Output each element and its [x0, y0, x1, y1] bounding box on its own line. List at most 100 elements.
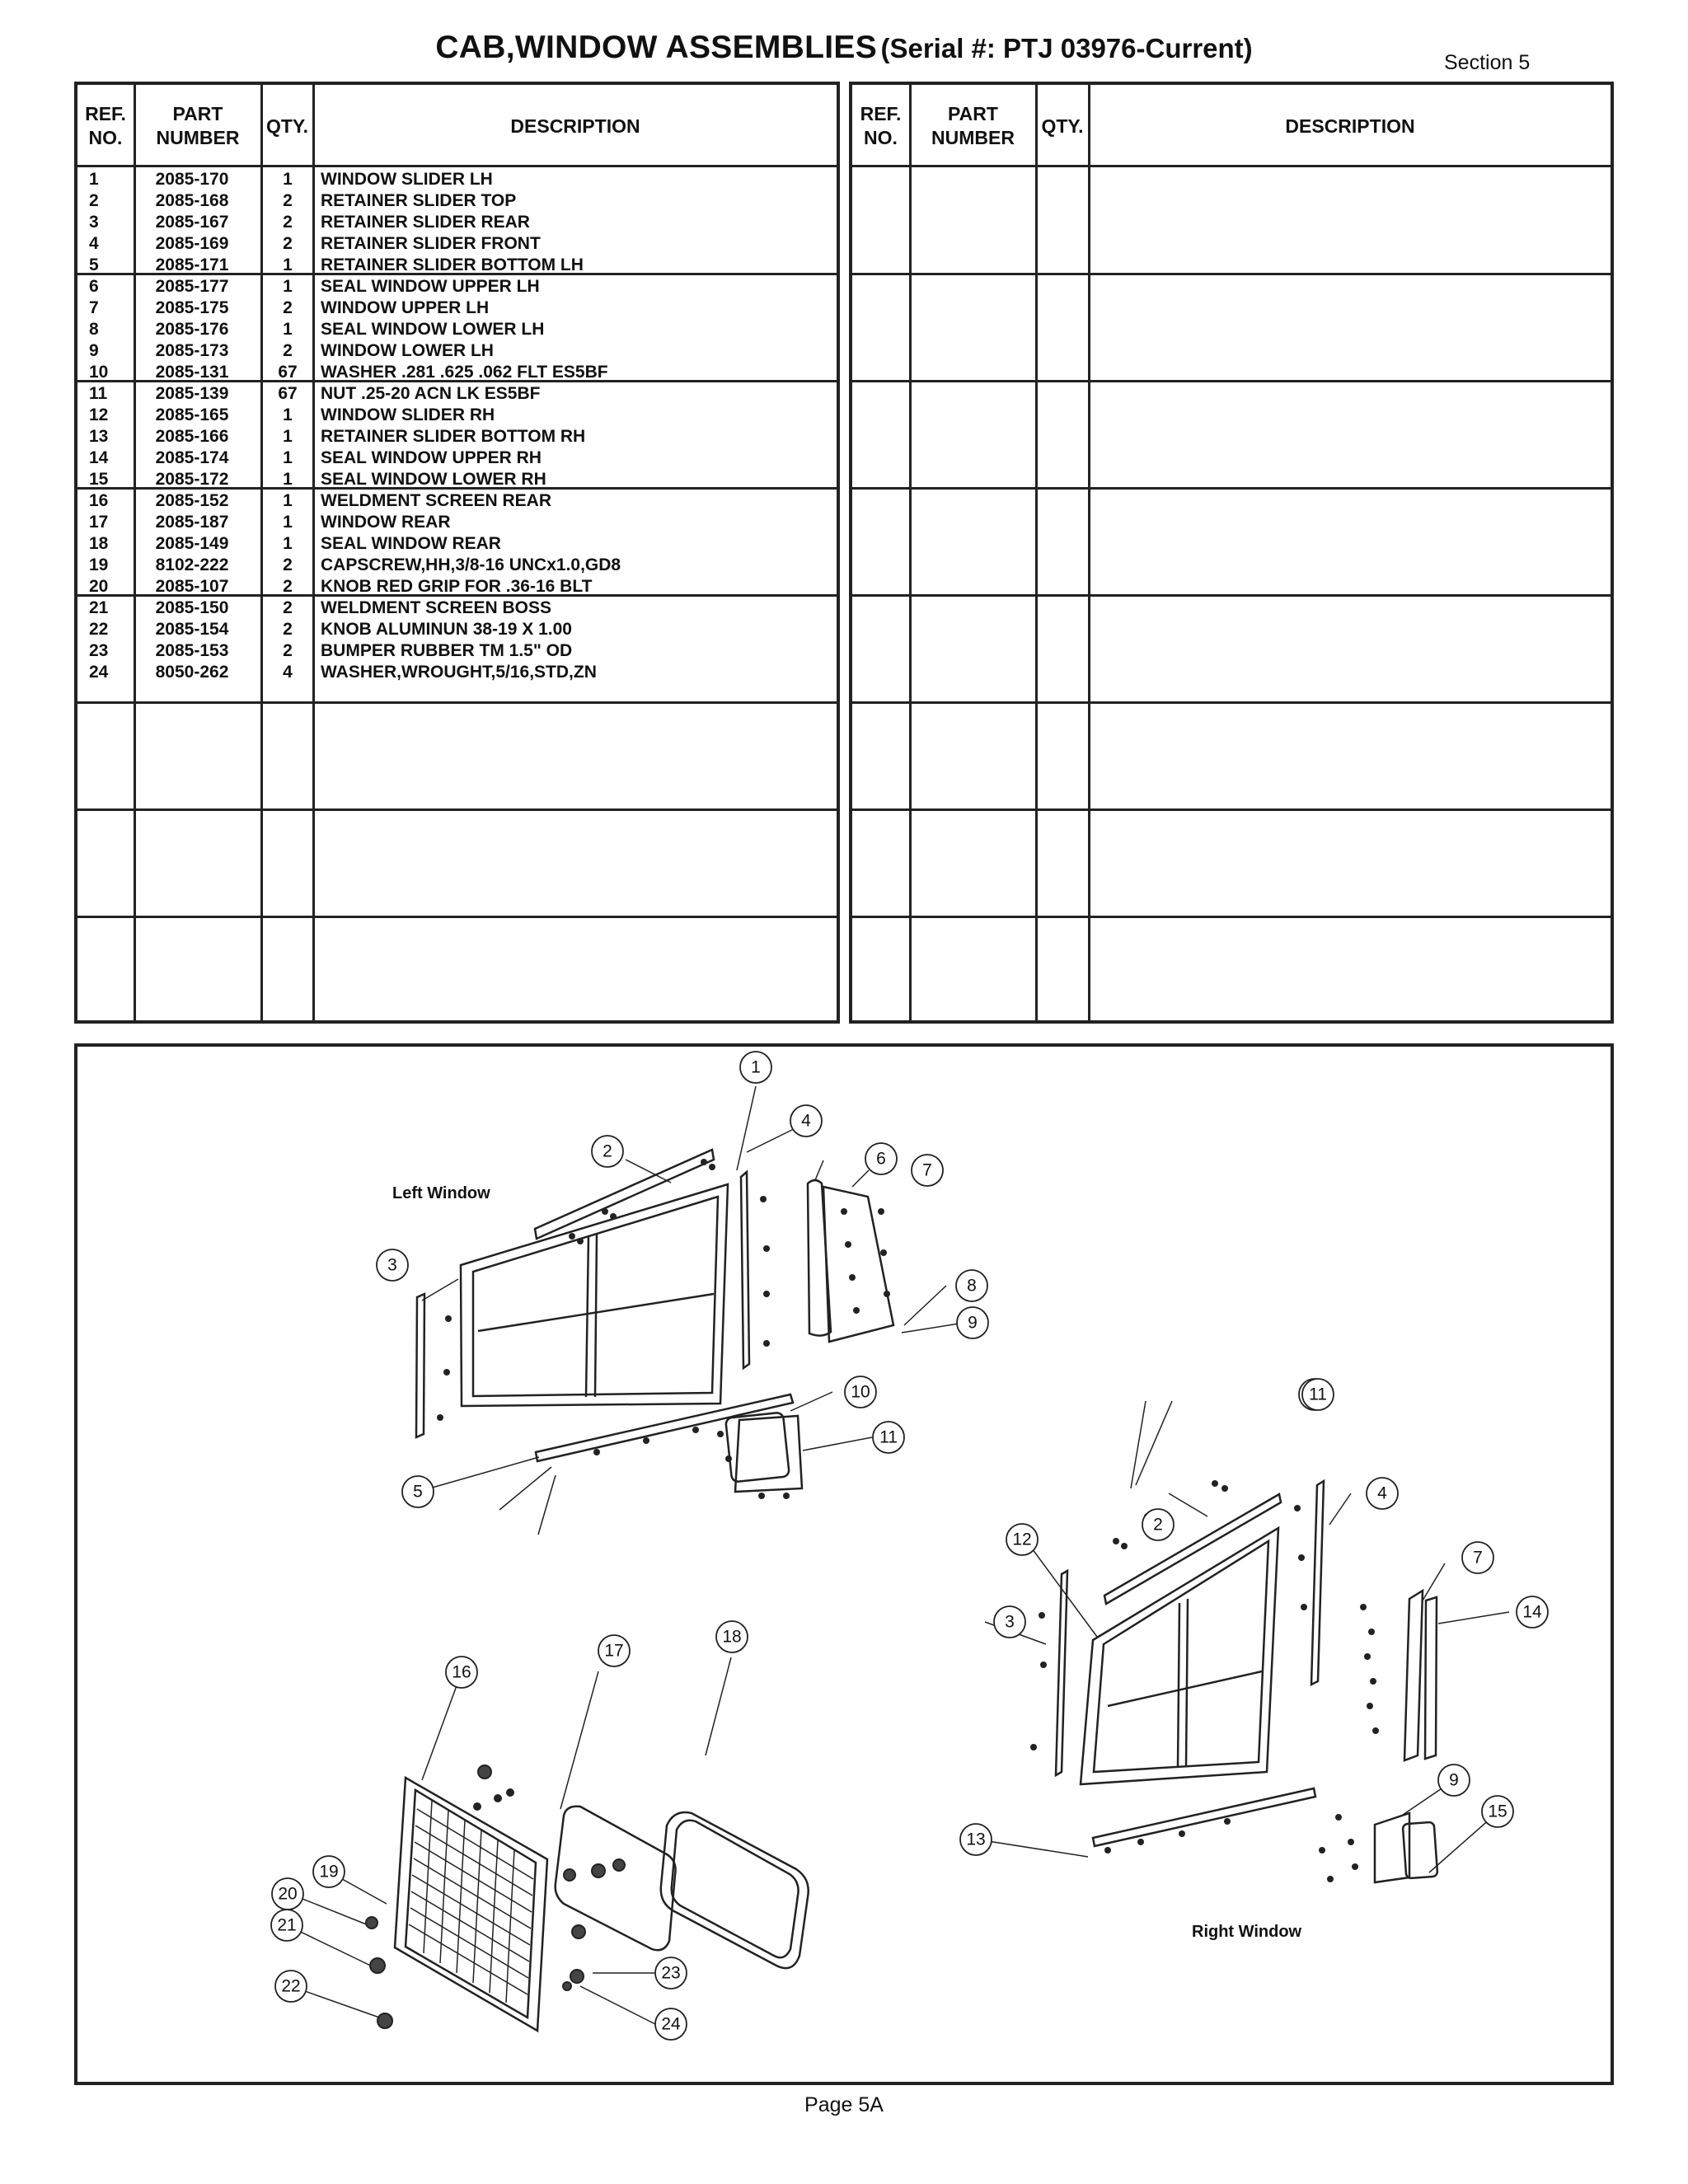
quantity-cell: 1 [283, 170, 293, 189]
page-title: CAB,WINDOW ASSEMBLIES (Serial #: PTJ 039… [0, 30, 1688, 66]
quantity-cell: 1 [283, 427, 293, 446]
part-number-cell: 2085-167 [155, 213, 229, 232]
quantity-cell: 1 [283, 277, 293, 296]
description-cell: SEAL WINDOW LOWER RH [321, 470, 546, 489]
quantity-cell: 1 [283, 320, 293, 339]
quantity-cell: 67 [278, 363, 298, 382]
description-cell: RETAINER SLIDER FRONT [321, 234, 541, 253]
ref-no-cell: 19 [89, 555, 109, 574]
part-number-cell: 2085-168 [155, 191, 229, 210]
diagram-drawing [286, 1085, 1510, 2033]
quantity-cell: 2 [283, 577, 293, 596]
description-cell: WELDMENT SCREEN BOSS [321, 598, 552, 617]
part-number-cell: 2085-176 [155, 320, 229, 339]
part-number-cell: 2085-166 [155, 427, 229, 446]
ref-no-cell: 4 [89, 234, 99, 253]
ref-no-cell: 20 [89, 577, 109, 596]
header-ref-no: REF.NO. [85, 103, 126, 148]
part-number-cell: 2085-131 [155, 363, 229, 382]
description-cell: WELDMENT SCREEN REAR [321, 491, 552, 510]
description-cell: SEAL WINDOW REAR [321, 534, 501, 553]
part-number-cell: 2085-150 [155, 598, 229, 617]
quantity-cell: 2 [283, 234, 293, 253]
description-cell: RETAINER SLIDER BOTTOM LH [321, 255, 584, 274]
description-cell: WINDOW SLIDER LH [321, 170, 493, 189]
description-cell: RETAINER SLIDER REAR [321, 213, 530, 232]
description-cell: NUT .25-20 ACN LK ES5BF [321, 384, 541, 403]
ref-no-cell: 8 [89, 320, 99, 339]
description-cell: CAPSCREW,HH,3/8-16 UNCx1.0,GD8 [321, 555, 621, 574]
quantity-cell: 1 [283, 513, 293, 532]
part-number-cell: 2085-174 [155, 448, 229, 467]
title-serial: (Serial #: PTJ 03976-Current) [880, 33, 1253, 63]
ref-no-cell: 3 [89, 213, 99, 232]
description-cell: RETAINER SLIDER BOTTOM RH [321, 427, 586, 446]
description-cell: KNOB ALUMINUN 38-19 X 1.00 [321, 620, 572, 639]
ref-no-cell: 18 [89, 534, 109, 553]
part-number-cell: 2085-187 [155, 513, 229, 532]
description-cell: WASHER,WROUGHT,5/16,STD,ZN [321, 663, 597, 682]
table-row: 21 2085-150 2 WELDMENT SCREEN BOSS [77, 598, 837, 619]
quantity-cell: 1 [283, 405, 293, 424]
header-description: DESCRIPTION [510, 115, 640, 137]
ref-no-cell: 16 [89, 491, 109, 510]
quantity-cell: 2 [283, 598, 293, 617]
ref-no-cell: 24 [89, 663, 109, 682]
description-cell: WINDOW UPPER LH [321, 298, 490, 317]
quantity-cell: 2 [283, 620, 293, 639]
part-number-cell: 2085-165 [155, 405, 229, 424]
quantity-cell: 2 [283, 341, 293, 360]
header-qty: QTY. [265, 115, 309, 137]
header-ref-no: REF.NO. [860, 103, 902, 148]
ref-no-cell: 15 [89, 470, 109, 489]
description-cell: SEAL WINDOW UPPER RH [321, 448, 542, 467]
section-label: Section 5 [1444, 51, 1531, 74]
page-number: Page 5A [804, 2093, 884, 2116]
part-number-cell: 2085-139 [155, 384, 229, 403]
ref-no-cell: 5 [89, 255, 99, 274]
part-number-cell: 2085-107 [155, 577, 229, 596]
part-number-cell: 2085-154 [155, 620, 229, 639]
table-row: 22 2085-154 2 KNOB ALUMINUN 38-19 X 1.00 [77, 619, 837, 640]
ref-no-cell: 10 [89, 363, 109, 382]
description-cell: WASHER .281 .625 .062 FLT ES5BF [321, 363, 608, 382]
quantity-cell: 1 [283, 491, 293, 510]
description-cell: RETAINER SLIDER TOP [321, 191, 517, 210]
ref-no-cell: 2 [89, 191, 99, 210]
ref-no-cell: 9 [89, 341, 99, 360]
part-number-cell: 2085-171 [155, 255, 229, 274]
ref-no-cell: 22 [89, 620, 109, 639]
part-number-cell: 2085-169 [155, 234, 229, 253]
quantity-cell: 2 [283, 298, 293, 317]
ref-no-cell: 21 [89, 598, 109, 617]
table-row: 13 2085-166 1 RETAINER SLIDER BOTTOM RH [77, 426, 837, 448]
table-row: 8 2085-176 1 SEAL WINDOW LOWER LH [77, 319, 837, 340]
part-number-cell: 2085-170 [155, 170, 229, 189]
table-row: 4 2085-169 2 RETAINER SLIDER FRONT [77, 233, 837, 255]
quantity-cell: 1 [283, 534, 293, 553]
ref-no-cell: 6 [89, 277, 99, 296]
part-number-cell: 2085-173 [155, 341, 229, 360]
quantity-cell: 1 [283, 448, 293, 467]
description-cell: SEAL WINDOW LOWER LH [321, 320, 545, 339]
quantity-cell: 2 [283, 641, 293, 660]
ref-no-cell: 12 [89, 405, 109, 424]
ref-no-cell: 13 [89, 427, 109, 446]
